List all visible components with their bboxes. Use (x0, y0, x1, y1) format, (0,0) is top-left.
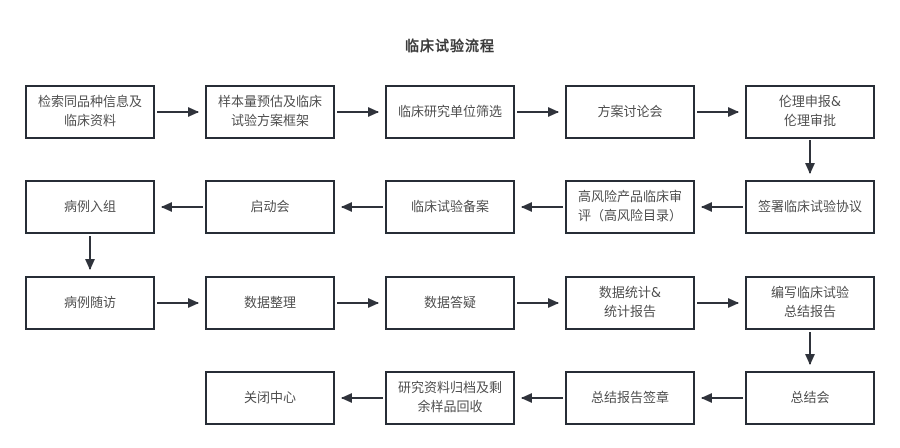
node-label: 总结会 (790, 390, 830, 406)
node-high-risk-product-review: 高风险产品临床审 评（高风险目录） (565, 180, 695, 234)
node-sample-size-estimate: 样本量预估及临床 试验方案框架 (205, 85, 335, 139)
node-label: 关闭中心 (243, 390, 296, 406)
diagram-title: 临床试验流程 (405, 39, 495, 55)
node-label: 样本量预估及临床 试验方案框架 (217, 95, 322, 129)
node-label: 研究资料归档及剩 余样品回收 (397, 381, 502, 415)
node-label: 编写临床试验 总结报告 (770, 286, 849, 320)
node-case-followup: 病例随访 (25, 276, 155, 330)
node-label: 高风险产品临床审 评（高风险目录） (577, 190, 682, 224)
node-label: 方案讨论会 (597, 104, 663, 120)
node-archive-and-sample-return: 研究资料归档及剩 余样品回收 (385, 371, 515, 425)
node-data-cleaning: 数据整理 (205, 276, 335, 330)
node-trial-filing: 临床试验备案 (385, 180, 515, 234)
node-label: 签署临床试验协议 (757, 199, 862, 215)
node-close-center: 关闭中心 (205, 371, 335, 425)
node-label: 总结报告签章 (590, 390, 669, 406)
node-label: 数据整理 (243, 295, 296, 311)
node-sign-trial-agreement: 签署临床试验协议 (745, 180, 875, 234)
node-label: 数据统计& 统计报告 (598, 286, 662, 320)
node-write-summary-report: 编写临床试验 总结报告 (745, 276, 875, 330)
node-ethics-submission-approval: 伦理申报& 伦理审批 (745, 85, 875, 139)
node-label: 启动会 (250, 199, 290, 215)
node-summary-report-signature: 总结报告签章 (565, 371, 695, 425)
node-protocol-discussion-meeting: 方案讨论会 (565, 85, 695, 139)
node-label: 伦理申报& 伦理审批 (778, 95, 842, 129)
node-label: 检索同品种信息及 临床资料 (37, 95, 142, 129)
node-search-same-variety-info: 检索同品种信息及 临床资料 (25, 85, 155, 139)
node-label: 病例入组 (63, 199, 116, 215)
node-site-screening: 临床研究单位筛选 (385, 85, 515, 139)
node-label: 临床试验备案 (410, 199, 489, 215)
node-label: 临床研究单位筛选 (397, 104, 502, 120)
node-case-enrollment: 病例入组 (25, 180, 155, 234)
node-kickoff-meeting: 启动会 (205, 180, 335, 234)
node-label: 病例随访 (63, 295, 116, 311)
node-data-statistics-report: 数据统计& 统计报告 (565, 276, 695, 330)
node-data-query-resolution: 数据答疑 (385, 276, 515, 330)
node-label: 数据答疑 (423, 295, 476, 311)
node-summary-meeting: 总结会 (745, 371, 875, 425)
